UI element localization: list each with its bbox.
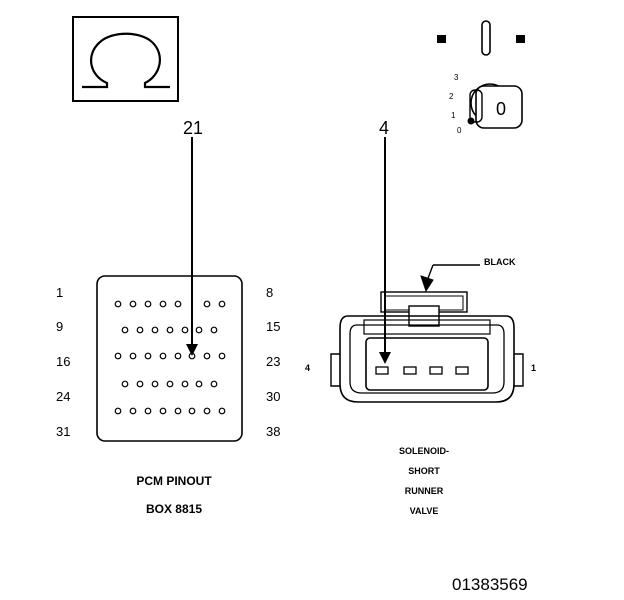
pcm-row-end-label: 38 bbox=[266, 424, 280, 439]
solenoid-terminal bbox=[403, 366, 417, 375]
pcm-row-end-label: 23 bbox=[266, 354, 280, 369]
pcm-pin-cavity bbox=[136, 380, 144, 388]
pcm-pin-cavity bbox=[121, 380, 129, 388]
pcm-row-end-label: 15 bbox=[266, 319, 280, 334]
ignition-position-3: 3 bbox=[454, 73, 459, 82]
pcm-pin-cavity bbox=[129, 407, 137, 415]
pcm-pin-cavity bbox=[114, 300, 122, 308]
pcm-pin-cavity bbox=[159, 407, 167, 415]
pcm-pin-cavity bbox=[174, 352, 182, 360]
meter-symbol-box bbox=[72, 16, 179, 102]
pcm-title: PCM PINOUT bbox=[136, 474, 212, 488]
pcm-pin-cavity bbox=[166, 326, 174, 334]
pcm-pin-cavity bbox=[151, 380, 159, 388]
pcm-pin-cavity bbox=[129, 300, 137, 308]
pcm-pin-cavity bbox=[121, 326, 129, 334]
solenoid-terminal bbox=[429, 366, 443, 375]
pcm-connector bbox=[96, 275, 243, 442]
pcm-pin-cavity bbox=[195, 326, 203, 334]
pcm-row-labels: 1 9 16 24 31 8 15 23 30 38 bbox=[56, 285, 280, 439]
solenoid-title-line: RUNNER bbox=[405, 486, 444, 496]
pcm-pin-cavity bbox=[151, 326, 159, 334]
pcm-pin-cavity bbox=[181, 380, 189, 388]
pcm-pin-cavity bbox=[218, 300, 226, 308]
pcm-pin-cavity bbox=[136, 326, 144, 334]
pcm-pin-cavity bbox=[166, 380, 174, 388]
pcm-pin-cavity bbox=[174, 300, 182, 308]
pcm-pin-cavity bbox=[203, 300, 211, 308]
ignition-position-1: 1 bbox=[451, 111, 456, 120]
ignition-key-label: 0 bbox=[496, 99, 506, 119]
pcm-pin-cavity bbox=[144, 300, 152, 308]
pcm-pin-callout: 21 bbox=[183, 118, 203, 356]
solenoid-title-line: SOLENOID- bbox=[399, 446, 449, 456]
pcm-row-end-label: 8 bbox=[266, 285, 273, 300]
pcm-pin-cavity bbox=[144, 407, 152, 415]
pcm-pin-cavity bbox=[195, 380, 203, 388]
pcm-pin-cavity bbox=[114, 407, 122, 415]
figure-id: 01383569 bbox=[452, 575, 528, 594]
pcm-pin-cavity bbox=[114, 352, 122, 360]
pcm-pin-cavity bbox=[159, 300, 167, 308]
pcm-pin-grid bbox=[114, 300, 226, 415]
pcm-row-start-label: 24 bbox=[56, 389, 70, 404]
pcm-pin-cavity bbox=[159, 352, 167, 360]
solenoid-right-pin-label: 1 bbox=[531, 363, 536, 373]
pcm-pin-cavity bbox=[210, 326, 218, 334]
pcm-row-start-label: 31 bbox=[56, 424, 70, 439]
solenoid-pin-number: 4 bbox=[379, 118, 389, 138]
solenoid-title-line: SHORT bbox=[408, 466, 440, 476]
solenoid-left-pin-label: 4 bbox=[305, 363, 310, 373]
pcm-pin-cavity bbox=[203, 352, 211, 360]
pcm-pin-cavity bbox=[218, 407, 226, 415]
pcm-pin-cavity bbox=[188, 352, 196, 360]
pcm-pin-cavity bbox=[144, 352, 152, 360]
pcm-pin-cavity bbox=[188, 407, 196, 415]
solenoid-title-line: VALVE bbox=[410, 506, 439, 516]
pcm-pin-cavity bbox=[181, 326, 189, 334]
solenoid-terminal bbox=[375, 366, 389, 375]
pcm-pin-cavity bbox=[210, 380, 218, 388]
wire-color-label: BLACK bbox=[484, 257, 516, 267]
pcm-row-start-label: 1 bbox=[56, 285, 63, 300]
pcm-pin-number: 21 bbox=[183, 118, 203, 138]
pcm-row-start-label: 9 bbox=[56, 319, 63, 334]
ignition-position-2: 2 bbox=[449, 92, 454, 101]
pcm-pin-cavity bbox=[129, 352, 137, 360]
pcm-row-end-label: 30 bbox=[266, 389, 280, 404]
ignition-position-0: 0 bbox=[457, 126, 462, 135]
pcm-pin-cavity bbox=[218, 352, 226, 360]
solenoid-pin-callout: 4 bbox=[379, 118, 391, 364]
pcm-pin-cavity bbox=[174, 407, 182, 415]
ignition-key-icon: 3 2 1 0 0 bbox=[437, 20, 525, 135]
solenoid-terminal bbox=[455, 366, 469, 375]
solenoid-connector: BLACK 4 1 bbox=[305, 257, 536, 403]
ohm-icon bbox=[82, 32, 170, 89]
pcm-subtitle: BOX 8815 bbox=[146, 502, 202, 516]
pcm-pin-cavity bbox=[203, 407, 211, 415]
pcm-row-start-label: 16 bbox=[56, 354, 70, 369]
